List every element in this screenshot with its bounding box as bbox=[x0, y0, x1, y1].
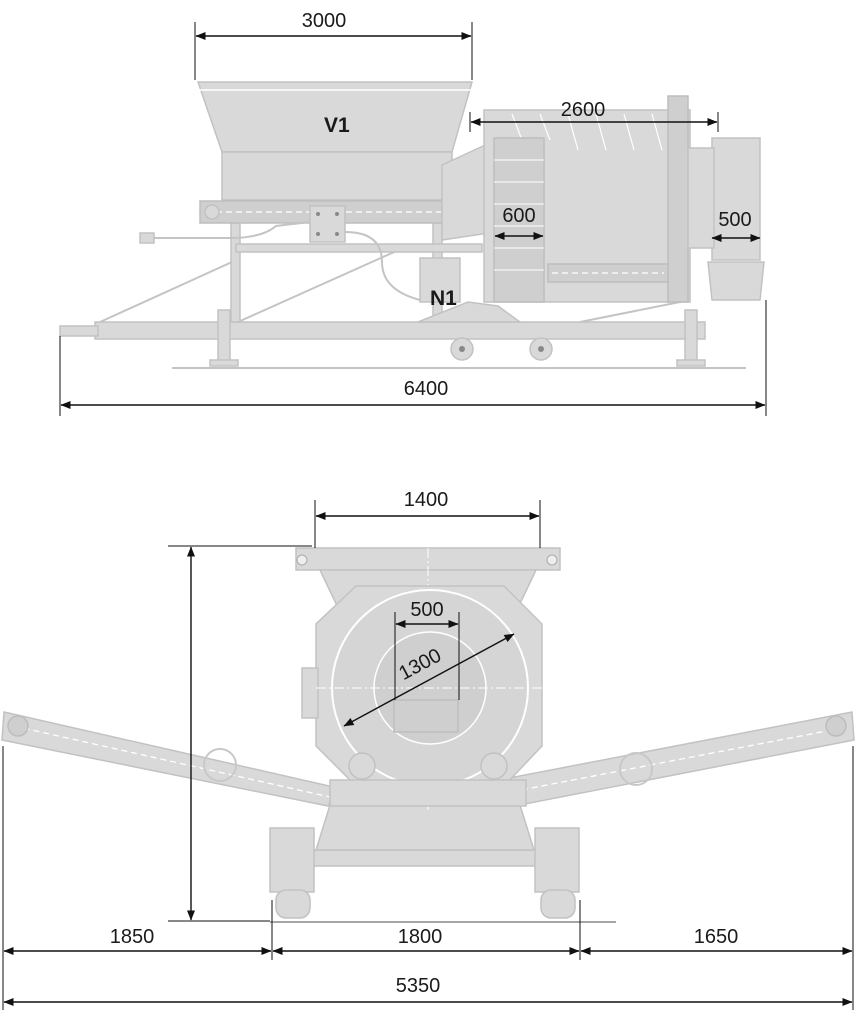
dim-right-span: 1650 bbox=[694, 926, 739, 948]
chassis-axle bbox=[311, 849, 539, 867]
chassis-frame bbox=[314, 804, 536, 851]
wheel-left bbox=[269, 827, 315, 893]
dim-outlet-width: 500 bbox=[718, 209, 751, 231]
leg-left bbox=[217, 309, 231, 363]
dim-inner-opening: 500 bbox=[410, 599, 443, 621]
outlet-housing bbox=[711, 137, 761, 261]
drum-inlet-ring bbox=[493, 137, 545, 303]
dim-overall-length: 6400 bbox=[404, 378, 449, 400]
dim-wheel-width: 600 bbox=[502, 205, 535, 227]
dim-hopper-width: 3000 bbox=[302, 10, 347, 32]
dim-line-1300 bbox=[343, 633, 515, 727]
dim-center-span: 1800 bbox=[398, 926, 443, 948]
conveyor-left bbox=[1, 711, 340, 807]
label-n1: N1 bbox=[430, 287, 457, 310]
outlet-chute bbox=[707, 261, 765, 301]
drum-end-ring bbox=[667, 95, 689, 303]
wheel-right bbox=[534, 827, 580, 893]
frame-crossbar bbox=[235, 243, 483, 253]
main-frame-beam bbox=[94, 321, 706, 340]
dim-front-hopper-width: 1400 bbox=[404, 489, 449, 511]
hopper-body bbox=[221, 151, 453, 201]
label-v1: V1 bbox=[324, 114, 350, 137]
dim-drum-length: 2600 bbox=[561, 99, 606, 121]
gearbox bbox=[309, 205, 346, 243]
side-view: V1 N1 3000 2600 600 500 6400 bbox=[59, 10, 767, 416]
roller-right bbox=[480, 752, 508, 780]
dim-overall-width: 5350 bbox=[396, 975, 441, 997]
tow-hitch bbox=[59, 325, 99, 337]
drive-n1 bbox=[417, 301, 523, 323]
leg-right bbox=[684, 309, 698, 363]
dim-left-span: 1850 bbox=[110, 926, 155, 948]
roller-left bbox=[348, 752, 376, 780]
front-view: 1400 500 1300 1850 1800 1650 5350 bbox=[1, 489, 855, 1010]
